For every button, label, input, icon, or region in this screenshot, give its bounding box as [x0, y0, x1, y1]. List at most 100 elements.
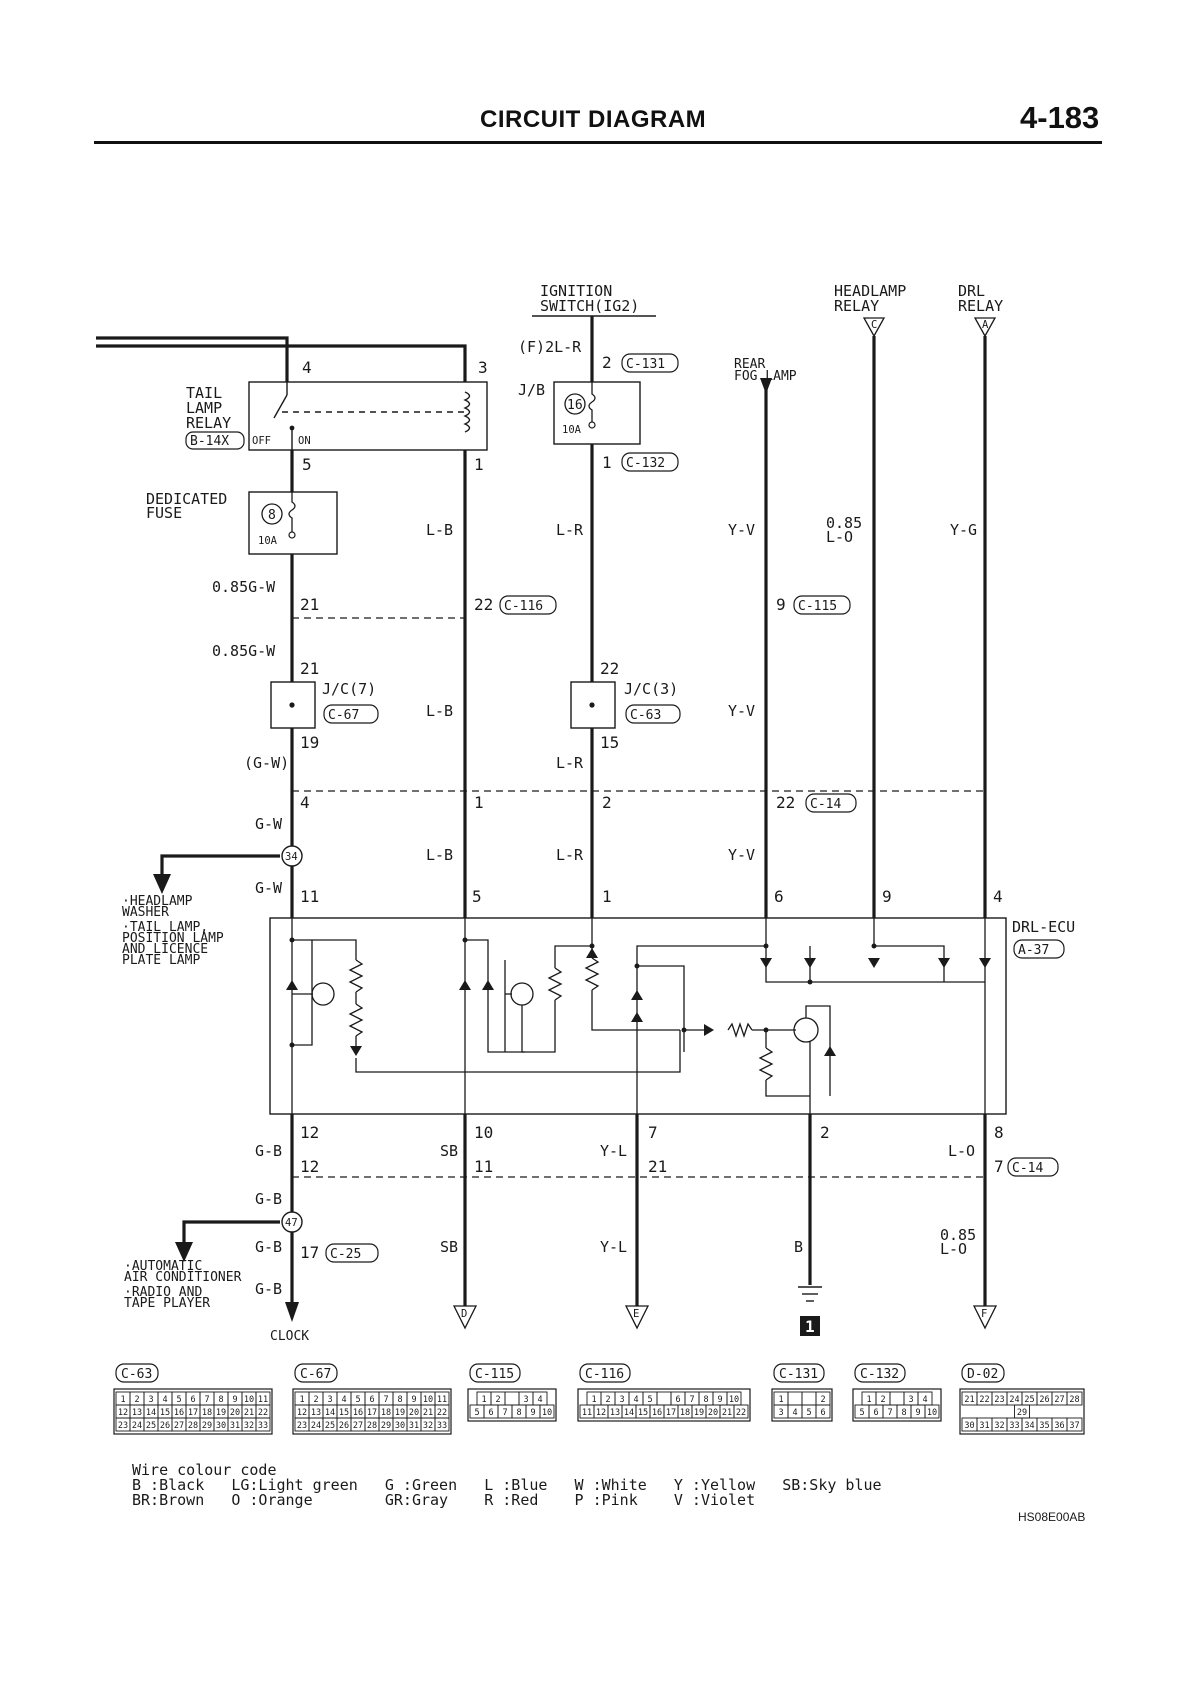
- connector-pin: 3: [327, 1395, 332, 1405]
- wire-label-lr-2: L-R: [556, 754, 584, 772]
- legend-row-1: B :Black LG:Light green G :Green L :Blue…: [132, 1476, 882, 1494]
- connector-pin: 4: [537, 1395, 542, 1405]
- connector-pin: 31: [409, 1421, 419, 1431]
- clock-label: CLOCK: [270, 1329, 309, 1344]
- conn-c14-lower-tag: C-14: [1012, 1161, 1043, 1176]
- connector-pin: 4: [792, 1408, 797, 1418]
- connector-pin: 4: [922, 1395, 927, 1405]
- pin-c14-1: 1: [474, 793, 484, 812]
- connector-pin: 22: [736, 1408, 746, 1418]
- connector-pin: 31: [979, 1421, 989, 1431]
- connector-pin: 27: [353, 1421, 363, 1431]
- relay-sources: REAR FOG LAMP HEADLAMP RELAY C DRL RELAY…: [734, 282, 1003, 384]
- junction-34: 34: [285, 851, 298, 863]
- connector-pin: 23: [297, 1421, 307, 1431]
- branch-notes: ·HEADLAMP WASHER ·TAIL LAMP, POSITION LA…: [122, 894, 224, 968]
- connector-pin: 3: [778, 1408, 783, 1418]
- connector-pin: 22: [437, 1408, 447, 1418]
- connector-pin: 8: [218, 1395, 223, 1405]
- connector-pin: 9: [530, 1408, 535, 1418]
- ecu-in-9: 9: [882, 887, 892, 906]
- connector-pin: 6: [873, 1408, 878, 1418]
- connector-pin: 6: [488, 1408, 493, 1418]
- connector-pin: 3: [619, 1395, 624, 1405]
- wire-label-gb-1: G-B: [255, 1142, 282, 1160]
- pin-c14-lower-21: 21: [648, 1157, 667, 1176]
- connector-pin: 30: [395, 1421, 405, 1431]
- connector-pin: 18: [680, 1408, 690, 1418]
- connector-pin: 28: [367, 1421, 377, 1431]
- pin-jc3-out: 15: [600, 733, 619, 752]
- ignition-wire-label: (F)2L-R: [518, 338, 582, 356]
- relay-pin-4: 4: [302, 358, 312, 377]
- wire-label-yv-1: Y-V: [728, 521, 755, 539]
- ecu-out-8: 8: [994, 1123, 1004, 1142]
- connector-pin: 2: [313, 1395, 318, 1405]
- connector-pin: 19: [694, 1408, 704, 1418]
- pin-c14-2: 2: [602, 793, 612, 812]
- conn-c132-tag: C-132: [626, 456, 665, 471]
- connector-pin: 1: [120, 1395, 125, 1405]
- wire-label-yl-2: Y-L: [600, 1238, 627, 1256]
- connector-pin: 21: [722, 1408, 732, 1418]
- branch-upper-3: ·TAIL LAMP,: [122, 920, 208, 935]
- connector-pin: 13: [132, 1408, 142, 1418]
- connector-pin: 10: [244, 1395, 254, 1405]
- tail-relay-code: B-14X: [190, 434, 229, 449]
- jc3-label: J/C(3): [624, 680, 678, 698]
- conn-c67-tag: C-67: [328, 708, 359, 723]
- connector-pin: 27: [1054, 1395, 1064, 1405]
- wire-label-yv-2: Y-V: [728, 702, 755, 720]
- ecu-out-2: 2: [820, 1123, 830, 1142]
- connector-pin: 12: [596, 1408, 606, 1418]
- header-rule: [94, 141, 1102, 144]
- relay-pin-5: 5: [302, 455, 312, 474]
- connector-pin: 26: [339, 1421, 349, 1431]
- connector-pin: 2: [134, 1395, 139, 1405]
- wire-label-gb-2: G-B: [255, 1190, 282, 1208]
- connector-pin: 6: [369, 1395, 374, 1405]
- ignition-switch-jb: IGNITION SWITCH(IG2) (F)2L-R 2 C-131 J/B…: [518, 282, 679, 472]
- pins-c116-c115: 21 22 C-116 9 C-115: [300, 595, 851, 615]
- jb-label: J/B: [518, 381, 545, 399]
- page-title: CIRCUIT DIAGRAM: [480, 106, 707, 133]
- wire-label-gw085-1: 0.85G-W: [212, 578, 276, 596]
- connector-pin: 17: [666, 1408, 676, 1418]
- drl-relay-label-1: DRL: [958, 282, 985, 300]
- connector-pin: 30: [964, 1421, 974, 1431]
- wire-label-lb-1: L-B: [426, 521, 453, 539]
- connector-pin: 13: [311, 1408, 321, 1418]
- wire-label-lb-2: L-B: [426, 702, 453, 720]
- connector-pin: 9: [717, 1395, 722, 1405]
- tail-lamp-relay: TAIL LAMP RELAY B-14X OFF ON 4 3 5 1: [185, 358, 488, 474]
- connector-pin: 27: [174, 1421, 184, 1431]
- connector-pin: 5: [474, 1408, 479, 1418]
- connector-pin: 8: [516, 1408, 521, 1418]
- relay-pin-3: 3: [478, 358, 488, 377]
- pin-c14-22: 22: [776, 793, 795, 812]
- pin-c115-9: 9: [776, 595, 786, 614]
- connector-pin: 8: [703, 1395, 708, 1405]
- connector-pin: 6: [675, 1395, 680, 1405]
- relay-off-label: OFF: [252, 435, 271, 447]
- connector-pin: 11: [437, 1395, 447, 1405]
- connector-pin: 6: [820, 1408, 825, 1418]
- connector-pin: 29: [202, 1421, 212, 1431]
- jb-pin-1: 1: [602, 453, 612, 472]
- dedicated-fuse: 8 10A DEDICATED FUSE: [146, 490, 338, 555]
- headlamp-relay-label-2: RELAY: [834, 297, 879, 315]
- pin-c116-21: 21: [300, 595, 319, 614]
- connector-id: C-63: [121, 1367, 152, 1382]
- wire-label-yl-1: Y-L: [600, 1142, 627, 1160]
- connector-pin: 13: [610, 1408, 620, 1418]
- wire-label-lr-1: L-R: [556, 521, 584, 539]
- connector-pin: 26: [160, 1421, 170, 1431]
- connector-pin: 33: [258, 1421, 268, 1431]
- jb-pin-2: 2: [602, 353, 612, 372]
- branch-upper-1: ·HEADLAMP: [122, 894, 193, 909]
- wire-label-lo085-1: 0.85: [826, 514, 862, 532]
- connector-pin: 6: [190, 1395, 195, 1405]
- connector-pin: 7: [887, 1408, 892, 1418]
